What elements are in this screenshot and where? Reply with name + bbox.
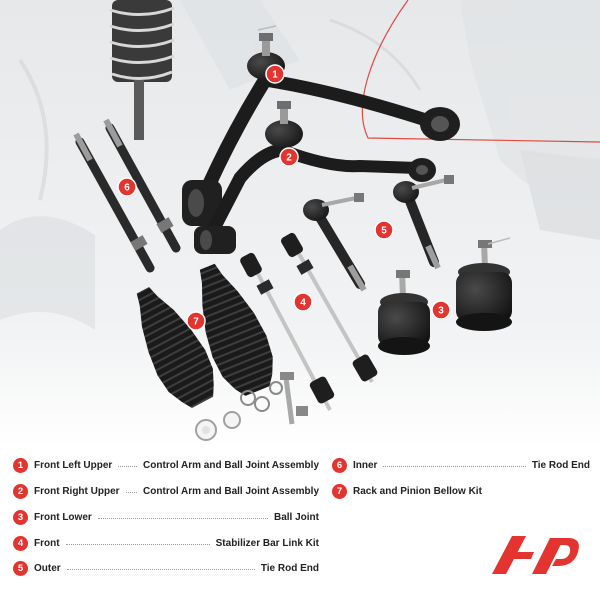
legend-position: Rack and Pinion Bellow Kit — [353, 485, 482, 497]
accent-curve — [361, 0, 600, 143]
product-photo: 1 2 3 4 5 6 7 — [0, 0, 600, 448]
legend-number: 4 — [13, 535, 28, 551]
legend-item-4: 4 Front Stabilizer Bar Link Kit — [13, 535, 319, 551]
legend-item-5: 5 Outer Tie Rod End — [13, 560, 319, 576]
dotted-leader — [383, 465, 526, 467]
legend-number: 2 — [13, 483, 28, 499]
dotted-leader — [65, 543, 210, 545]
bushing — [408, 158, 436, 182]
legend-number: 3 — [13, 509, 28, 525]
legend-position: Front Lower — [34, 511, 92, 523]
legend-item-1: 1 Front Left Upper Control Arm and Ball … — [13, 457, 319, 473]
dotted-leader — [97, 517, 268, 519]
callout-6: 6 — [117, 177, 137, 197]
legend-part: Tie Rod End — [531, 459, 590, 471]
legend-position: Outer — [34, 562, 61, 574]
svg-text:2: 2 — [286, 153, 292, 164]
upper-control-arm-left — [182, 25, 460, 226]
svg-text:7: 7 — [193, 317, 199, 328]
outer-tie-rod-end-a — [303, 193, 367, 292]
legend-item-6: 6 Inner Tie Rod End — [332, 457, 590, 473]
legend-position: Front Right Upper — [34, 485, 120, 497]
callout-3: 3 — [431, 300, 451, 320]
stabilizer-link-b — [281, 232, 378, 383]
legend-number: 5 — [13, 560, 28, 576]
ap-logo-icon — [492, 536, 579, 574]
inner-tie-rods — [73, 118, 181, 273]
bushing — [420, 107, 460, 141]
legend-number: 7 — [332, 483, 347, 499]
legend-number: 6 — [332, 457, 347, 473]
legend-item-3: 3 Front Lower Ball Joint — [13, 509, 319, 525]
ball-joint — [265, 101, 303, 148]
svg-text:4: 4 — [300, 298, 306, 309]
stabilizer-link-a — [240, 252, 335, 411]
legend-part: Control Arm and Ball Joint Assembly — [143, 459, 319, 471]
strut-spring-background — [109, 0, 175, 140]
legend-item-7: 7 Rack and Pinion Bellow Kit — [332, 483, 590, 499]
rack-pinion-bellow-b — [199, 263, 273, 396]
legend-position: Inner — [353, 459, 378, 471]
bushing — [194, 226, 236, 254]
dotted-leader — [118, 465, 138, 467]
callout-2: 2 — [279, 147, 299, 167]
link-bolt — [280, 372, 295, 425]
rack-pinion-bellow-a — [136, 286, 214, 409]
legend-part: Tie Rod End — [260, 562, 319, 574]
svg-text:3: 3 — [438, 306, 444, 317]
legend-position: Front Left Upper — [34, 459, 113, 471]
legend-part: Control Arm and Ball Joint Assembly — [143, 485, 319, 497]
dotted-leader — [125, 491, 138, 493]
outer-tie-rod-end-b — [393, 175, 454, 270]
lower-ball-joint-b — [456, 237, 512, 331]
washers-and-nuts — [195, 381, 308, 441]
callout-5: 5 — [374, 220, 394, 240]
callout-7: 7 — [186, 311, 206, 331]
legend-part: Stabilizer Bar Link Kit — [215, 537, 319, 549]
svg-text:5: 5 — [381, 226, 387, 237]
dotted-leader — [66, 568, 255, 570]
callout-1: 1 — [265, 64, 285, 84]
car-body-background — [0, 0, 600, 330]
bushing — [182, 180, 222, 226]
legend-position: Front — [34, 537, 60, 549]
legend-item-2: 2 Front Right Upper Control Arm and Ball… — [13, 483, 319, 499]
legend-number: 1 — [13, 457, 28, 473]
legend-part: Ball Joint — [273, 511, 319, 523]
callout-4: 4 — [293, 292, 313, 312]
svg-text:1: 1 — [272, 70, 278, 81]
svg-text:6: 6 — [124, 183, 130, 194]
lower-ball-joint-a — [378, 269, 430, 355]
